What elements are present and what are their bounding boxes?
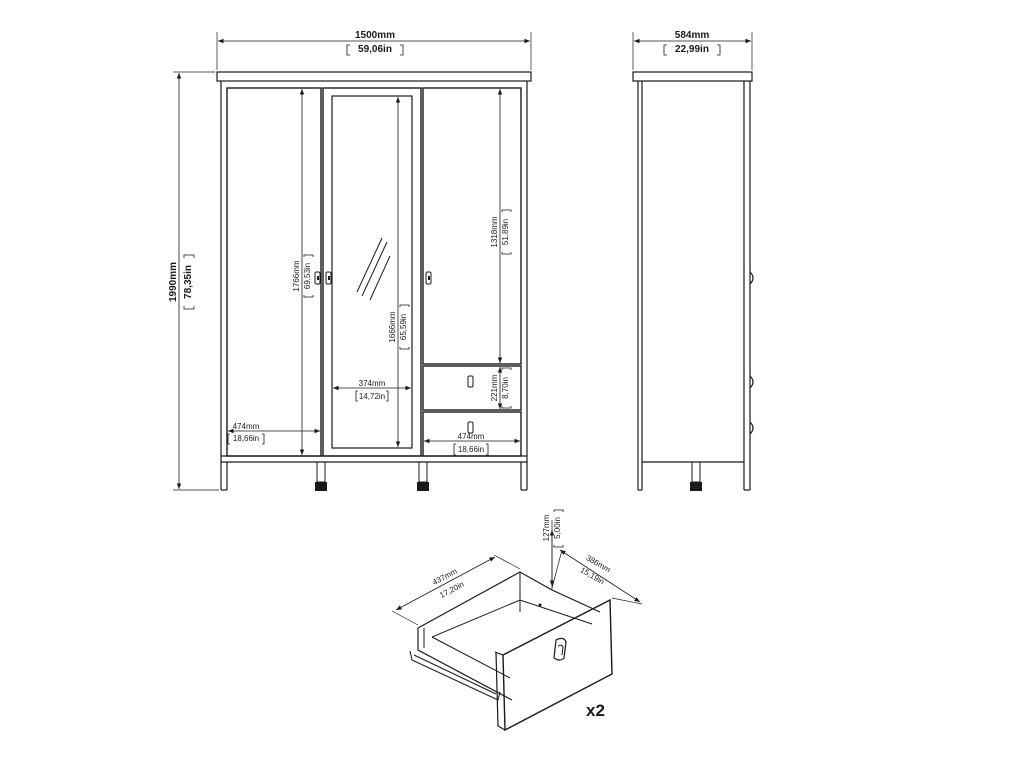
right-door-height-mm: 1318mm [490,216,499,247]
drawer-detail: 437mm 17,20in 127mm 5,00in 386mm 15,19in… [391,509,643,732]
side-top-plate [632,71,753,82]
right-door-height-dimension: 1318mm 51,89in [490,89,512,363]
overall-width-in: 59,06in [358,44,392,55]
drawer-height-detail-dimension: 127mm 5,00in [542,509,564,590]
drawer-height-detail-in: 5,00in [553,517,562,539]
drawer-quantity: x2 [586,701,605,720]
drawer-width-dimension: 474mm 18,66in [424,432,520,456]
side-view: 584mm 22,99in [632,30,754,491]
overall-width-mm: 1500mm [355,30,395,41]
right-door-height-in: 51,89in [501,219,510,245]
mirror-door [322,87,422,457]
left-door-width-in: 18,66in [233,434,259,443]
side-foot [691,461,701,483]
drawer-depth-dimension: 437mm 17,20in [391,554,521,626]
mirror-panel [331,95,413,449]
drawer-height-mm: 221mm [490,374,499,401]
mirror-reflection-lines [356,237,391,301]
left-door-height-mm: 1766mm [292,260,301,291]
drawer-handle [553,637,567,661]
mirror-width-in: 14,72in [359,392,385,401]
drawer-width-mm: 474mm [458,432,485,441]
drawer-front-panel [502,598,613,732]
left-door [226,87,322,457]
drawer-height-in: 8,70in [501,377,510,399]
mirror-width-mm: 374mm [359,379,386,388]
mirror-width-dimension: 374mm 14,72in [333,379,411,402]
mirror-height-mm: 1666mm [388,311,397,342]
right-door [422,87,522,365]
front-view: 1500mm 59,06in 1990mm 78,35in 1766mm 69,… [168,30,532,491]
top-plate [216,71,532,82]
side-handles [749,271,754,435]
front-feet [315,461,429,491]
depth-in: 22,99in [675,44,709,55]
overall-height-mm: 1990mm [168,262,179,302]
left-door-height-dimension: 1766mm 69,53in [292,89,314,455]
drawer-height-detail-mm: 127mm [542,514,551,541]
depth-dimension: 584mm 22,99in [632,30,753,70]
left-door-height-in: 69,53in [303,263,312,289]
left-door-width-mm: 474mm [233,422,260,431]
lower-drawer [422,411,522,457]
drawer-width-in: 18,66in [458,445,484,454]
depth-mm: 584mm [675,30,710,41]
overall-width-dimension: 1500mm 59,06in [216,30,532,70]
overall-height-dimension: 1990mm 78,35in [168,71,219,491]
upper-drawer [422,365,522,411]
overall-height-in: 78,35in [183,265,194,299]
door-handles [314,271,474,434]
mirror-height-dimension: 1666mm 65,59in [388,97,410,447]
drawer-height-dimension: 221mm 8,70in [490,367,512,409]
left-door-width-dimension: 474mm 18,66in [227,422,320,445]
mirror-height-in: 65,59in [399,314,408,340]
